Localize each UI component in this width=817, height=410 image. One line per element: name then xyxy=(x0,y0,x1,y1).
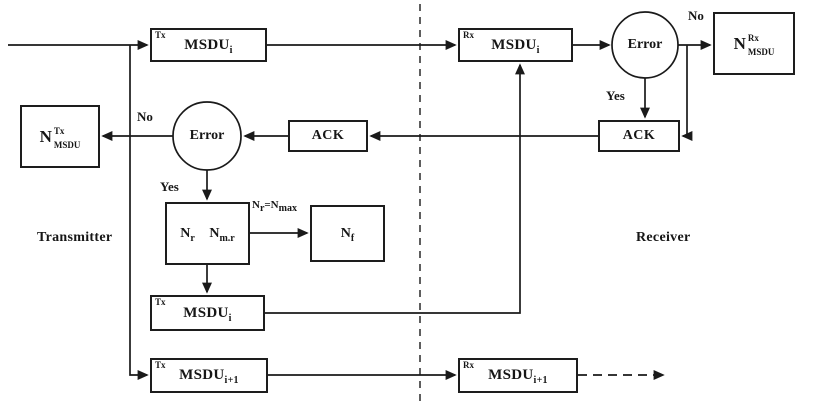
msdu-subscript: i xyxy=(229,44,233,56)
tx-corner-label: Tx xyxy=(155,30,166,40)
msdu-subscript: i xyxy=(536,44,540,56)
branch-label-no-right: No xyxy=(688,8,704,23)
box-rx-msdu-i: Rx MSDUi xyxy=(458,28,573,62)
box-retry-counters: Nr Nm.r xyxy=(165,202,250,265)
line-trunk-to-next-msdu xyxy=(129,45,149,380)
counter-nr: Nr xyxy=(180,225,195,244)
branch-label-yes-right: Yes xyxy=(606,88,625,103)
condition-main1: N xyxy=(252,199,260,211)
error-label-right: Error xyxy=(627,37,663,52)
msdu-subscript: i xyxy=(228,312,232,324)
msdu-label: MSDUi+1 xyxy=(179,367,239,386)
box-n-tx-msdu: N Tx MSDU xyxy=(20,105,100,168)
tx-corner-label: Tx xyxy=(155,360,166,370)
box-tx-msdu-retransmit: Tx MSDUi xyxy=(150,295,265,331)
counter-nmr-sub: m.r xyxy=(219,232,235,244)
region-label-receiver: Receiver xyxy=(636,230,691,245)
tx-corner-label: Tx xyxy=(155,297,166,307)
box-n-rx-msdu: N Rx MSDU xyxy=(713,12,795,75)
msdu-text: MSDU xyxy=(179,367,225,383)
msdu-subscript: i+1 xyxy=(533,375,548,386)
branch-label-no-left: No xyxy=(137,109,153,124)
box-tx-msdu-i: Tx MSDUi xyxy=(150,28,267,62)
n-main: N xyxy=(39,127,52,146)
msdu-text: MSDU xyxy=(491,36,537,53)
condition-sub2: max xyxy=(278,203,297,215)
msdu-label: MSDUi xyxy=(491,36,540,56)
box-tx-msdu-next: Tx MSDUi+1 xyxy=(150,358,268,393)
box-nf: Nf xyxy=(310,205,385,262)
condition-sub1: r xyxy=(259,203,265,215)
msdu-label: MSDUi+1 xyxy=(488,367,548,386)
branch-label-yes-left: Yes xyxy=(160,179,179,194)
nf-sub: f xyxy=(350,232,355,244)
msdu-label: MSDUi xyxy=(183,304,232,324)
box-ack-right: ACK xyxy=(598,120,680,152)
line-drop-to-ack-right xyxy=(681,45,693,141)
box-ack-left: ACK xyxy=(288,120,368,152)
msdu-text: MSDU xyxy=(488,367,534,383)
rx-corner-label: Rx xyxy=(463,360,474,370)
n-scripts: Rx MSDU xyxy=(748,33,775,57)
counter-nr-main: N xyxy=(180,225,191,241)
nf-label: Nf xyxy=(340,225,355,244)
msdu-text: MSDU xyxy=(184,36,230,53)
box-rx-msdu-next: Rx MSDUi+1 xyxy=(458,358,578,393)
error-label-left: Error xyxy=(189,128,225,143)
n-subscript: MSDU xyxy=(747,46,775,57)
n-subscript: MSDU xyxy=(53,139,81,150)
line-retx-to-rx-msdu xyxy=(265,63,525,314)
region-label-transmitter: Transmitter xyxy=(37,230,113,245)
n-main: N xyxy=(733,34,746,53)
msdu-text: MSDU xyxy=(183,304,229,321)
condition-label: Nr=Nmax xyxy=(252,199,297,215)
n-superscript: Rx xyxy=(747,32,759,43)
error-decision-circle-left xyxy=(172,101,242,171)
counter-nmr-main: N xyxy=(209,225,220,241)
rx-corner-label: Rx xyxy=(463,30,474,40)
msdu-subscript: i+1 xyxy=(224,375,239,386)
counter-nr-sub: r xyxy=(190,232,195,244)
ack-label: ACK xyxy=(622,128,656,143)
n-scripts: Tx MSDU xyxy=(54,126,81,150)
condition-mid: =N xyxy=(264,199,279,211)
counter-nmr: Nm.r xyxy=(209,225,235,244)
msdu-label: MSDUi xyxy=(184,36,233,56)
n-superscript: Tx xyxy=(53,125,65,136)
error-decision-circle-right xyxy=(611,11,679,79)
nf-main: N xyxy=(340,225,351,241)
ack-label: ACK xyxy=(311,128,345,143)
